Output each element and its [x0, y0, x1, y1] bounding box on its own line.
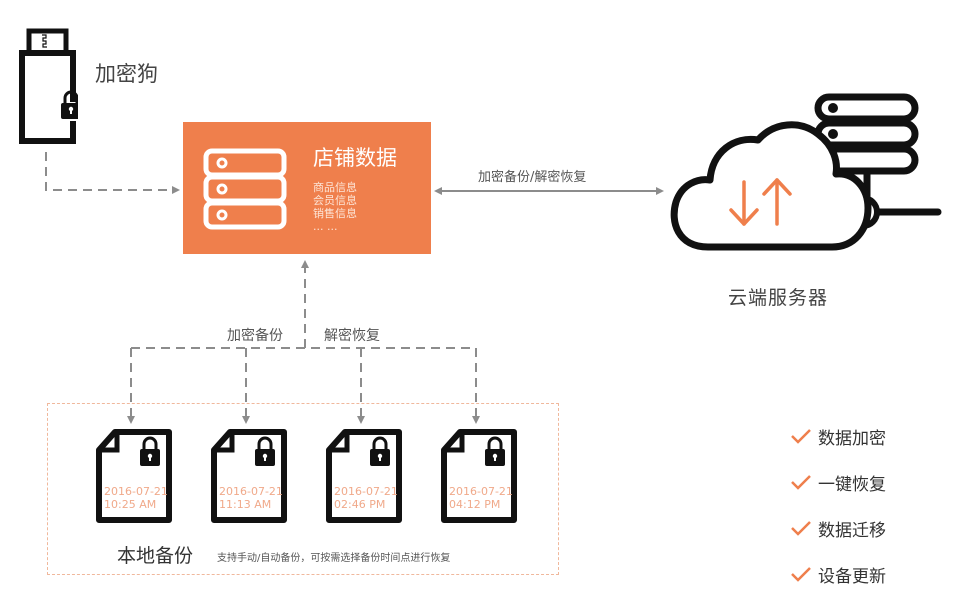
backup-date: 2016-07-21	[449, 485, 513, 498]
store-item: 商品信息	[313, 181, 357, 194]
feature-label: 设备更新	[818, 566, 886, 587]
cloud-server-icon	[670, 93, 942, 251]
backup-time: 02:46 PM	[334, 498, 386, 511]
check-icon	[791, 429, 811, 444]
decrypt-restore-label: 解密恢复	[324, 328, 380, 344]
cloud-server-label: 云端服务器	[728, 287, 829, 309]
store-data-box	[183, 122, 431, 254]
backup-timestamp: 2016-07-21 04:12 PM	[449, 485, 513, 511]
server-stack-icon	[203, 148, 287, 230]
cloud-link-label: 加密备份/解密恢复	[478, 170, 587, 185]
backup-timestamp: 2016-07-21 11:13 AM	[219, 485, 283, 511]
store-items-list: 商品信息 会员信息 销售信息 ... ...	[313, 181, 357, 233]
local-backup-description: 支持手动/自动备份，可按需选择备份时间点进行恢复	[217, 553, 451, 564]
backup-date: 2016-07-21	[334, 485, 398, 498]
store-item: 销售信息	[313, 207, 357, 220]
feature-label: 数据加密	[818, 428, 886, 449]
backup-time: 11:13 AM	[219, 498, 272, 511]
dongle-to-store-connector	[45, 152, 180, 194]
feature-list: 数据加密 一键恢复 数据迁移 设备更新	[790, 413, 886, 597]
locked-file-icon	[211, 429, 287, 523]
locked-file-icon	[96, 429, 172, 523]
backup-file[interactable]: 2016-07-21 02:46 PM	[325, 428, 405, 524]
backup-time: 10:25 AM	[104, 498, 157, 511]
backup-timestamp: 2016-07-21 10:25 AM	[104, 485, 168, 511]
check-icon	[791, 475, 811, 490]
feature-label: 一键恢复	[818, 474, 886, 495]
locked-file-icon	[326, 429, 402, 523]
backup-timestamp: 2016-07-21 02:46 PM	[334, 485, 398, 511]
backup-time: 04:12 PM	[449, 498, 501, 511]
feature-item: 一键恢复	[790, 459, 886, 505]
feature-label: 数据迁移	[818, 520, 886, 541]
backup-file[interactable]: 2016-07-21 11:13 AM	[210, 428, 290, 524]
locked-file-icon	[441, 429, 517, 523]
backup-date: 2016-07-21	[219, 485, 283, 498]
check-icon	[791, 521, 811, 536]
backup-file[interactable]: 2016-07-21 10:25 AM	[95, 428, 175, 524]
store-item: ... ...	[313, 220, 338, 233]
feature-item: 数据迁移	[790, 505, 886, 551]
usb-dongle-lock-icon	[19, 28, 78, 144]
encrypt-backup-label: 加密备份	[227, 328, 283, 344]
feature-item: 数据加密	[790, 413, 886, 459]
backup-file[interactable]: 2016-07-21 04:12 PM	[440, 428, 520, 524]
feature-item: 设备更新	[790, 551, 886, 597]
local-backup-title: 本地备份	[117, 545, 194, 567]
local-backup-box	[47, 403, 559, 575]
dongle-label: 加密狗	[95, 62, 158, 86]
store-item: 会员信息	[313, 194, 357, 207]
backup-date: 2016-07-21	[104, 485, 168, 498]
store-title: 店铺数据	[313, 146, 397, 170]
check-icon	[791, 567, 811, 582]
